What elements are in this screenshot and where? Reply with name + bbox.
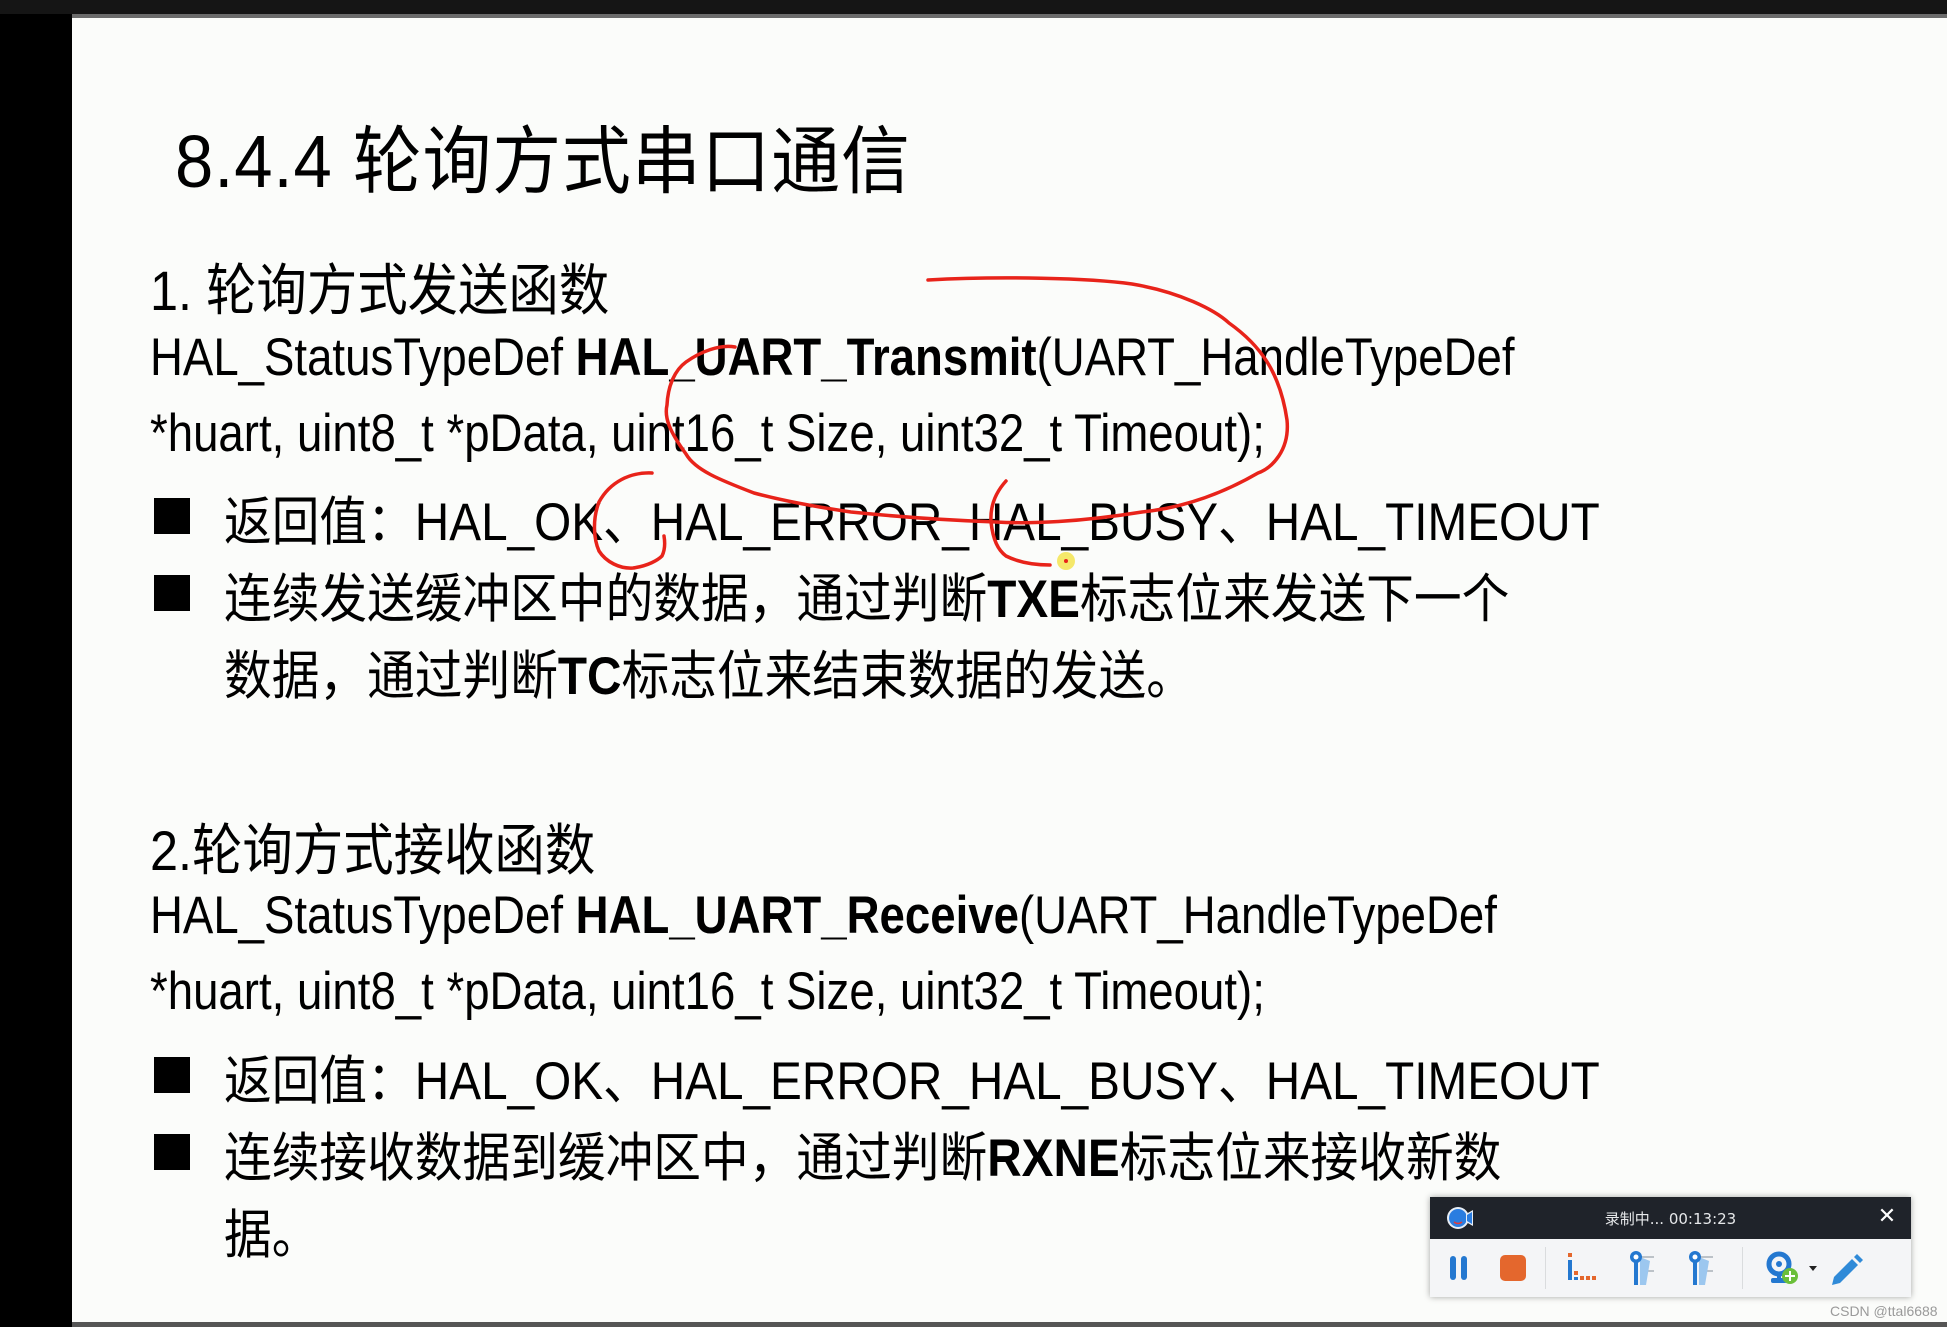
section1-signature-line2: *huart, uint8_t *pData, uint16_t Size, u… xyxy=(150,404,1265,463)
desc-text: 数据，通过判断 xyxy=(224,647,558,706)
section2-signature-line2: *huart, uint8_t *pData, uint16_t Size, u… xyxy=(150,962,1265,1021)
section1-heading: 1. 轮询方式发送函数 xyxy=(150,259,610,322)
desc-text: 标志位来接收新数 xyxy=(1119,1129,1502,1188)
pause-icon[interactable] xyxy=(1448,1249,1470,1287)
recorder-title-bar[interactable]: 录制中... 00:13:23 ✕ xyxy=(1430,1197,1911,1239)
sig-param-start: (UART_HandleTypeDef xyxy=(1018,886,1497,945)
toolbar-divider xyxy=(1545,1247,1546,1289)
pin-icon[interactable] xyxy=(1685,1249,1721,1287)
flag-rxne: RXNE xyxy=(987,1129,1120,1188)
webcam-add-icon[interactable] xyxy=(1765,1249,1801,1287)
toolbar-divider xyxy=(1742,1247,1743,1289)
screen-recorder-toolbar: 录制中... 00:13:23 ✕ xyxy=(1430,1197,1911,1297)
recorder-controls xyxy=(1430,1239,1911,1297)
bullet-square-icon xyxy=(154,1134,190,1170)
flag-tc: TC xyxy=(557,647,622,706)
section2-bullet-desc-line1: 连续接收数据到缓冲区中，通过判断RXNE标志位来接收新数 xyxy=(224,1116,1501,1192)
desc-text: 连续发送缓冲区中的数据，通过判断 xyxy=(224,570,988,629)
stop-icon[interactable] xyxy=(1498,1249,1528,1287)
bullet-square-icon xyxy=(154,575,190,611)
slide-bottom-border xyxy=(72,1322,1947,1327)
sig-param-start: (UART_HandleTypeDef xyxy=(1036,328,1515,387)
pin-icon[interactable] xyxy=(1626,1249,1662,1287)
desc-text: 连续接收数据到缓冲区中，通过判断 xyxy=(224,1129,988,1188)
pencil-icon[interactable] xyxy=(1828,1249,1864,1287)
bullet-square-icon xyxy=(154,498,190,534)
audio-level-icon[interactable] xyxy=(1566,1249,1602,1287)
section1-bullet-desc-line1: 连续发送缓冲区中的数据，通过判断TXE标志位来发送下一个 xyxy=(224,557,1509,633)
sig-return-type: HAL_StatusTypeDef xyxy=(150,328,576,387)
section1-bullet-desc-line2: 数据，通过判断TC标志位来结束数据的发送。 xyxy=(224,634,1194,710)
recording-status-timer: 录制中... 00:13:23 xyxy=(1604,1210,1737,1228)
section2-heading: 2.轮询方式接收函数 xyxy=(150,819,596,882)
section2-signature-line1: HAL_StatusTypeDef HAL_UART_Receive(UART_… xyxy=(150,885,1497,946)
section2-bullet-return: 返回值：HAL_OK、HAL_ERROR_HAL_BUSY、HAL_TIMEOU… xyxy=(224,1052,1600,1111)
top-window-bar xyxy=(0,0,1947,14)
sig-return-type: HAL_StatusTypeDef xyxy=(150,886,576,945)
bullet-square-icon xyxy=(154,1057,190,1093)
function-name-transmit: HAL_UART_Transmit xyxy=(575,328,1037,387)
function-name-receive: HAL_UART_Receive xyxy=(575,886,1019,945)
close-icon[interactable]: ✕ xyxy=(1877,1204,1897,1229)
flag-txe: TXE xyxy=(987,570,1080,629)
presentation-slide xyxy=(72,18,1947,1322)
slide-top-border xyxy=(72,14,1947,18)
section1-signature-line1: HAL_StatusTypeDef HAL_UART_Transmit(UART… xyxy=(150,327,1515,388)
csdn-watermark: CSDN @ttal6688 xyxy=(1830,1303,1938,1319)
dropdown-arrow-icon[interactable] xyxy=(1806,1249,1820,1287)
desc-text: 标志位来结束数据的发送。 xyxy=(621,647,1194,706)
recorder-camera-logo-icon xyxy=(1447,1207,1473,1229)
desc-text: 标志位来发送下一个 xyxy=(1079,570,1510,629)
left-black-margin xyxy=(0,14,72,1327)
slide-title: 8.4.4 轮询方式串口通信 xyxy=(175,120,911,203)
section1-bullet-return: 返回值：HAL_OK、HAL_ERROR_HAL_BUSY、HAL_TIMEOU… xyxy=(224,493,1600,552)
section2-bullet-desc-line2: 据。 xyxy=(224,1206,320,1265)
